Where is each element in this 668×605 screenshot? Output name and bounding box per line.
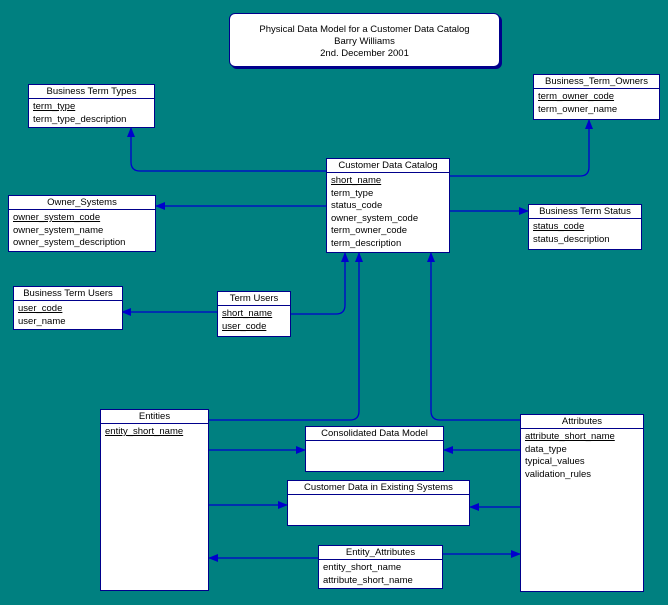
attribute-owner-system-code: owner_system_code bbox=[13, 212, 101, 223]
entity-name: Attributes bbox=[521, 415, 643, 429]
entity-name: Business Term Status bbox=[529, 205, 641, 219]
attribute-status-code: status_code bbox=[331, 200, 383, 211]
attribute-data-type: data_type bbox=[525, 443, 567, 455]
attribute-typical-values: typical_values bbox=[525, 456, 585, 467]
entity-name: Consolidated Data Model bbox=[306, 427, 443, 441]
entity-name: Term Users bbox=[218, 292, 290, 306]
catalog-to-term-owners-line bbox=[450, 119, 593, 177]
entity-business-term-users[interactable]: Business Term Users user_code user_name bbox=[13, 286, 123, 330]
entity-business-term-types[interactable]: Business Term Types term_type term_type_… bbox=[28, 84, 155, 128]
attribute-entity-short-name: entity_short_name bbox=[105, 426, 184, 437]
attribute-status-code: status_code bbox=[533, 221, 585, 232]
attribute-short-name: short_name bbox=[222, 308, 273, 319]
entity-term-users[interactable]: Term Users short_name user_code bbox=[217, 291, 291, 337]
attribute-term-type: term_type bbox=[33, 101, 76, 112]
entity-name: Entities bbox=[101, 410, 208, 424]
entity-name: Owner_Systems bbox=[9, 196, 155, 210]
entity-name: Entity_Attributes bbox=[319, 546, 442, 560]
diagram-date: 2nd. December 2001 bbox=[320, 48, 409, 59]
entity-customer-data-existing-systems[interactable]: Customer Data in Existing Systems bbox=[287, 480, 470, 526]
entity-name: Business Term Users bbox=[14, 287, 122, 301]
entity-name: Customer Data Catalog bbox=[327, 159, 449, 173]
entity-consolidated-data-model[interactable]: Consolidated Data Model bbox=[305, 426, 444, 472]
attribute-owner-system-description: owner_system_description bbox=[13, 237, 126, 248]
attribute-term-owner-code: term_owner_code bbox=[331, 225, 408, 236]
entity-name: Business Term Types bbox=[29, 85, 154, 99]
entity-owner-systems[interactable]: Owner_Systems owner_system_code owner_sy… bbox=[8, 195, 156, 252]
attribute-term-owner-name: term_owner_name bbox=[538, 103, 618, 115]
diagram-author: Barry Williams bbox=[334, 36, 395, 47]
attributes-to-catalog-line bbox=[427, 252, 520, 421]
attribute-entity-short-name: entity_short_name bbox=[323, 562, 402, 573]
entity-business-term-owners[interactable]: Business_Term_Owners term_owner_code ter… bbox=[533, 74, 660, 120]
attribute-term-owner-code: term_owner_code bbox=[538, 91, 615, 102]
entity-name: Customer Data in Existing Systems bbox=[288, 481, 469, 495]
attribute-owner-system-code: owner_system_code bbox=[331, 212, 419, 224]
entity-business-term-status[interactable]: Business Term Status status_code status_… bbox=[528, 204, 642, 250]
attribute-short-name: short_name bbox=[331, 175, 382, 186]
entity-entity-attributes[interactable]: Entity_Attributes entity_short_name attr… bbox=[318, 545, 443, 589]
entity-name: Business_Term_Owners bbox=[534, 75, 659, 89]
entity-customer-data-catalog[interactable]: Customer Data Catalog short_name term_ty… bbox=[326, 158, 450, 253]
diagram-title: Physical Data Model for a Customer Data … bbox=[259, 24, 470, 35]
attribute-status-description: status_description bbox=[533, 233, 610, 245]
term-users-to-catalog-line bbox=[291, 252, 349, 315]
entities-to-catalog-line bbox=[208, 252, 363, 421]
attribute-attribute-short-name: attribute_short_name bbox=[525, 431, 615, 442]
attribute-user-code: user_code bbox=[222, 320, 267, 332]
entity-attributes[interactable]: Attributes attribute_short_name data_typ… bbox=[520, 414, 644, 592]
attribute-term-description: term_description bbox=[331, 237, 402, 249]
attribute-user-code: user_code bbox=[18, 303, 63, 314]
attribute-attribute-short-name: attribute_short_name bbox=[323, 574, 413, 586]
attribute-owner-system-name: owner_system_name bbox=[13, 224, 104, 236]
entity-entities[interactable]: Entities entity_short_name bbox=[100, 409, 209, 591]
attribute-term-type-description: term_type_description bbox=[33, 113, 127, 125]
attribute-validation-rules: validation_rules bbox=[525, 468, 592, 480]
diagram-title-box: Physical Data Model for a Customer Data … bbox=[229, 13, 500, 67]
attribute-user-name: user_name bbox=[18, 315, 66, 327]
attribute-term-type: term_type bbox=[331, 187, 374, 199]
catalog-to-term-types-line bbox=[127, 127, 326, 172]
